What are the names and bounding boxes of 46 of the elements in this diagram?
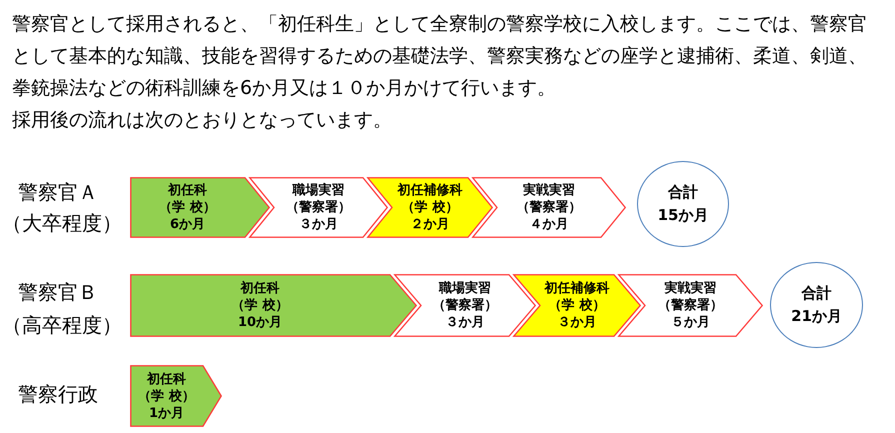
training-place: （学 校）	[402, 199, 458, 216]
duration-label: ５か月	[671, 314, 710, 331]
total-duration: 15か月	[658, 205, 708, 226]
training-name: 職場実習	[439, 280, 491, 297]
training-place: （学 校）	[232, 297, 288, 314]
category-label: 警察官Ａ	[18, 180, 98, 204]
training-place: （学 校）	[548, 297, 606, 314]
total-label: 合計	[802, 283, 832, 304]
education-level-label: （高卒程度）	[2, 313, 122, 337]
duration-label: 1か月	[148, 404, 184, 422]
training-name: 初任科	[240, 280, 280, 297]
category-label: 警察官Ｂ	[18, 280, 98, 304]
education-level-label: （大卒程度）	[2, 211, 122, 235]
training-place: （学 校）	[159, 199, 216, 216]
duration-label: ３か月	[299, 216, 338, 233]
process-step	[618, 274, 763, 337]
training-name: 初任科	[147, 370, 186, 388]
intro-paragraph: 採用後の流れは次のとおりとなっています。	[12, 108, 393, 133]
intro-paragraph: 警察官として採用されると、「初任科生」として全寮制の警察学校に入校します。ここでは、警察官として基本的な知識、技能を習得するための基礎法学、警察実務などの座学と逮捕術、柔道、剣道、拳銃操法などの術科訓練を6か月又は１０か月かけて行います。	[12, 12, 868, 101]
process-step	[367, 177, 493, 238]
training-name: 初任補修科	[544, 280, 610, 297]
process-step	[394, 274, 536, 337]
duration-label: 6か月	[170, 216, 206, 233]
duration-label: 10か月	[238, 314, 282, 331]
training-place: （警察署）	[432, 297, 498, 314]
process-step	[130, 365, 222, 427]
total-duration: 21か月	[791, 306, 842, 327]
process-step	[130, 177, 270, 238]
duration-label: ３か月	[446, 314, 484, 331]
process-step	[130, 274, 417, 337]
training-name: 実戦実習	[523, 182, 575, 199]
training-place: （警察署）	[658, 297, 723, 314]
training-name: 実戦実習	[664, 280, 716, 297]
total-label: 合計	[668, 182, 698, 203]
duration-label: ４か月	[530, 216, 568, 233]
category-label: 警察行政	[18, 382, 98, 406]
duration-label: ３か月	[558, 314, 596, 331]
duration-label: ２か月	[410, 216, 450, 233]
training-place: （学 校）	[138, 388, 195, 404]
training-place: （警察署）	[516, 199, 582, 216]
process-step	[249, 177, 388, 238]
training-name: 初任補修科	[398, 182, 462, 199]
training-place: （警察署）	[286, 199, 351, 216]
process-step	[472, 177, 626, 238]
training-name: 職場実習	[292, 182, 344, 199]
training-name: 初任科	[168, 182, 207, 199]
